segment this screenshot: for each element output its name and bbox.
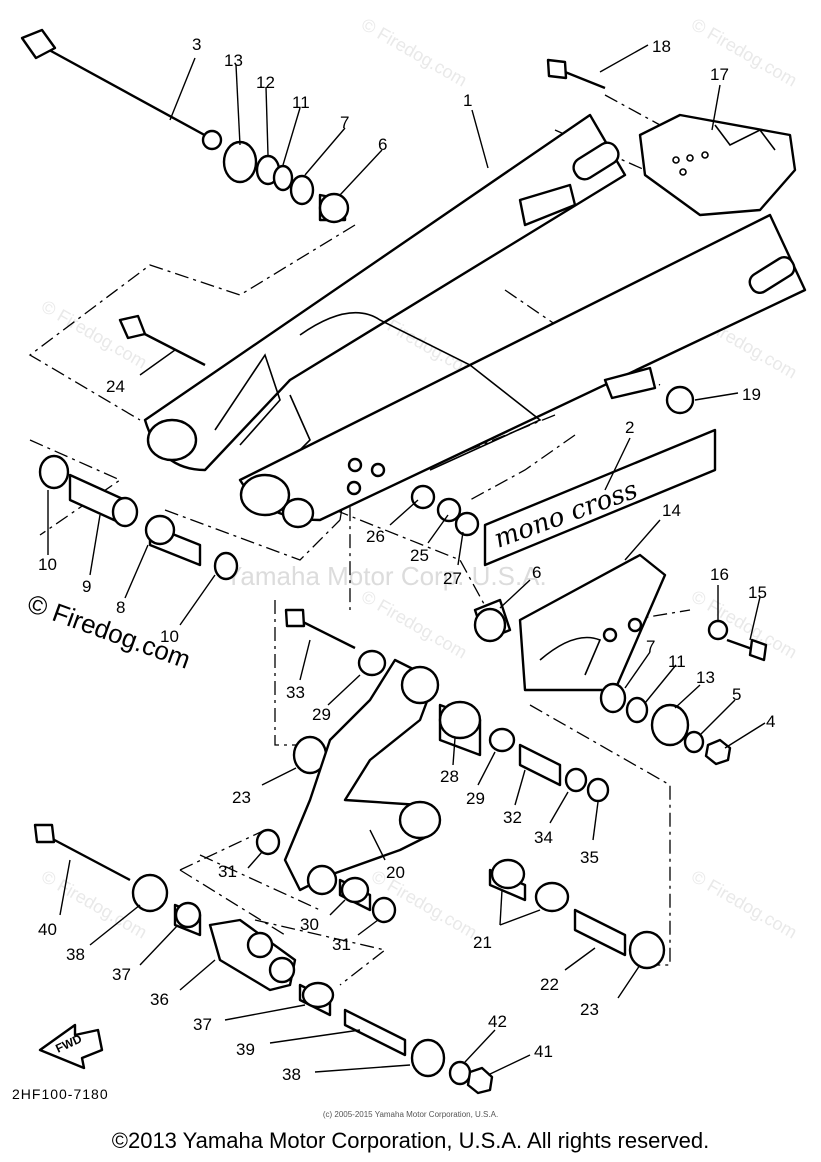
callout-6: 6 <box>378 135 387 154</box>
callout-29: 29 <box>466 789 485 808</box>
callout-38: 38 <box>66 945 85 964</box>
callout-7: 7 <box>646 637 655 656</box>
callout-22: 22 <box>540 975 559 994</box>
callout-32: 32 <box>503 808 522 827</box>
callout-7: 7 <box>340 113 349 132</box>
callout-4: 4 <box>766 712 775 731</box>
chain-slider <box>518 553 667 692</box>
callout-11: 11 <box>668 652 686 671</box>
callout-34: 34 <box>534 828 553 847</box>
bolts <box>20 28 768 882</box>
diagram-code: 2HF100-7180 <box>12 1086 109 1102</box>
callout-1: 1 <box>463 91 472 110</box>
callout-14: 14 <box>662 501 681 520</box>
callout-35: 35 <box>580 848 599 867</box>
callout-2: 2 <box>625 418 634 437</box>
callout-33: 33 <box>286 683 305 702</box>
small-copyright: (c) 2005-2015 Yamaha Motor Corporation, … <box>322 1110 499 1119</box>
callout-31: 31 <box>332 935 351 954</box>
relay-arm <box>283 658 442 896</box>
callout-29: 29 <box>312 705 331 724</box>
callout-40: 40 <box>38 920 57 939</box>
callout-23: 23 <box>580 1000 599 1019</box>
fwd-arrow: FWD <box>38 1023 104 1070</box>
callout-10: 10 <box>38 555 57 574</box>
callout-37: 37 <box>112 965 131 984</box>
callout-3: 3 <box>192 35 201 54</box>
callout-15: 15 <box>748 583 767 602</box>
logo-decal: mono cross <box>483 428 717 567</box>
watermark-center-text: Yamaha Motor Corp. U.S.A. <box>225 561 547 591</box>
callout-41: 41 <box>534 1042 553 1061</box>
connecting-rod <box>208 918 297 992</box>
callout-21: 21 <box>473 933 492 952</box>
swingarm <box>143 113 807 529</box>
callout-13: 13 <box>696 668 715 687</box>
callout-6: 6 <box>532 563 541 582</box>
callout-20: 20 <box>386 863 405 882</box>
callout-18: 18 <box>652 37 671 56</box>
callout-37: 37 <box>193 1015 212 1034</box>
chain-guide <box>638 113 797 217</box>
callout-12: 12 <box>256 73 275 92</box>
small-parts <box>38 129 732 1095</box>
leader-lines <box>47 44 766 1076</box>
main-copyright: ©2013 Yamaha Motor Corporation, U.S.A. A… <box>111 1128 710 1153</box>
watermark-text: © Firedog.com <box>688 14 800 90</box>
callout-9: 9 <box>82 577 91 596</box>
callout-38: 38 <box>282 1065 301 1084</box>
callout-10: 10 <box>160 627 179 646</box>
callout-13: 13 <box>224 51 243 70</box>
watermark-text: © Firedog.com <box>688 586 800 662</box>
watermark-text: © Firedog.com <box>358 14 470 90</box>
watermark-text: © Firedog.com <box>688 866 800 942</box>
callout-25: 25 <box>410 546 429 565</box>
callout-26: 26 <box>366 527 385 546</box>
callout-17: 17 <box>710 65 729 84</box>
callout-42: 42 <box>488 1012 507 1031</box>
callout-39: 39 <box>236 1040 255 1059</box>
callout-30: 30 <box>300 915 319 934</box>
callout-31: 31 <box>218 862 237 881</box>
callout-36: 36 <box>150 990 169 1009</box>
callout-24: 24 <box>106 377 125 396</box>
callout-28: 28 <box>440 767 459 786</box>
callout-5: 5 <box>732 685 741 704</box>
callout-23: 23 <box>232 788 251 807</box>
callout-labels: 3 13 12 11 7 6 1 18 17 24 19 2 10 9 8 10… <box>38 35 775 1084</box>
callout-8: 8 <box>116 598 125 617</box>
callout-11: 11 <box>292 93 310 112</box>
callout-19: 19 <box>742 385 761 404</box>
callout-16: 16 <box>710 565 729 584</box>
callout-27: 27 <box>443 569 462 588</box>
